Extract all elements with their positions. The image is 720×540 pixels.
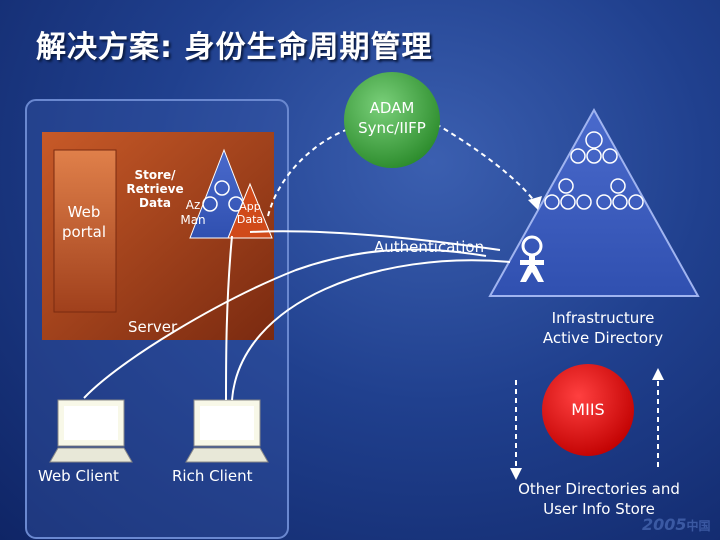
az-man-label: Az Man	[180, 198, 206, 227]
app-data-label: App Data	[236, 200, 264, 226]
connector-line	[231, 259, 511, 401]
adam-label: ADAM Sync/IIFP	[358, 99, 426, 137]
connector-line	[249, 230, 501, 251]
slide-title: 解决方案: 身份生命周期管理	[36, 30, 433, 65]
infrastructure-ad-label: Infrastructure Active Directory	[542, 309, 664, 347]
other-directories-label: Other Directories and User Info Store	[518, 480, 680, 518]
forest-tree-icon	[488, 107, 700, 297]
arrow-head	[510, 468, 522, 480]
adam-circle	[344, 72, 440, 168]
connector-line	[225, 235, 233, 401]
authentication-label: Authentication	[374, 238, 485, 256]
web-portal-label: Web portal	[61, 203, 107, 241]
dashed-connector	[267, 129, 347, 217]
store-retrieve-label: Store/ Retrieve Data	[126, 168, 184, 210]
arrow-head	[652, 368, 664, 380]
miis-label: MIIS	[571, 400, 605, 419]
event-logo: 2005中国	[642, 515, 711, 534]
person-icon	[520, 235, 544, 282]
rich-client-label: Rich Client	[172, 467, 253, 485]
web-portal-box	[53, 149, 117, 313]
server-label: Server	[128, 318, 178, 336]
logo-year: 2005	[642, 515, 687, 534]
arrow-head	[528, 196, 542, 210]
triangle-data-icon	[227, 182, 273, 239]
dashed-connector	[435, 123, 539, 207]
monitor-icon	[185, 399, 269, 463]
web-client-label: Web Client	[38, 467, 119, 485]
connector-line	[83, 248, 487, 399]
miis-circle	[542, 364, 634, 456]
monitor-icon	[49, 399, 133, 463]
logo-region: 中国	[686, 519, 711, 533]
